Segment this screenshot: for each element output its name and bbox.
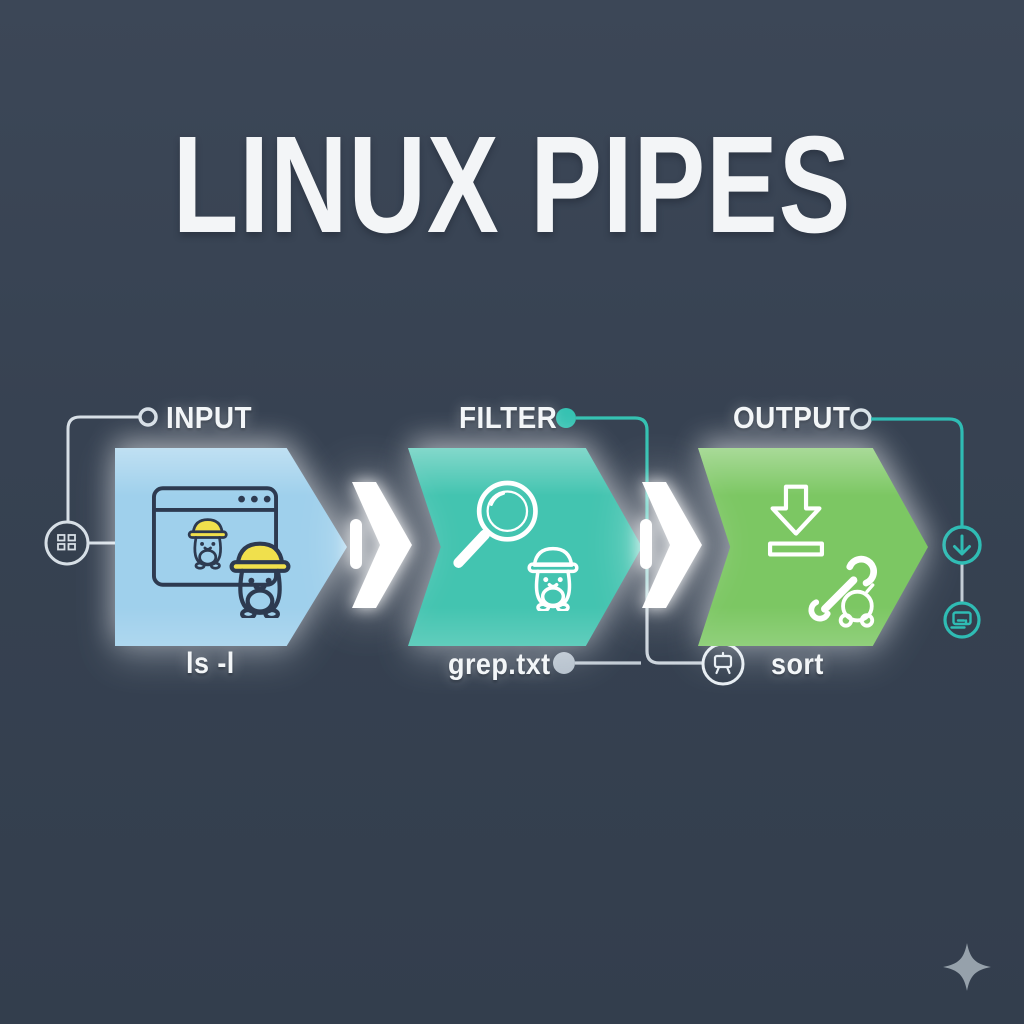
filter-label-dot <box>556 408 576 428</box>
grep-connector-line <box>553 652 641 674</box>
command-label-output: sort <box>771 648 824 681</box>
penguin-outline-icon <box>527 546 579 611</box>
penguin-hardhat-icon <box>223 536 297 618</box>
pipe-chevron-bar-icon <box>640 482 702 608</box>
down-arrow-circle-icon <box>942 525 982 565</box>
stage-label-filter: FILTER <box>459 400 558 435</box>
input-connector-line <box>66 407 158 545</box>
stage-shape-input <box>115 448 347 646</box>
stage-sheen <box>408 448 642 646</box>
output-label-ring <box>850 408 872 430</box>
grep-dot <box>553 652 575 674</box>
penguin-hardhat-icon <box>187 518 228 570</box>
pipe-chevron-bar-icon <box>350 482 412 608</box>
magnifier-icon <box>453 480 538 568</box>
input-label-ring <box>138 407 158 427</box>
monitor-circle-icon <box>943 601 981 639</box>
stage-shape-filter <box>408 448 642 646</box>
stage-block-input <box>115 448 347 646</box>
stage-shape-output <box>698 448 928 646</box>
four-point-sparkle-icon <box>943 943 991 991</box>
command-label-filter: grep.txt <box>448 648 551 681</box>
download-tray-icon <box>767 484 825 557</box>
stage-block-output <box>698 448 928 646</box>
browser-window-construction-penguins-icon <box>151 486 279 587</box>
data-grid-circle-icon <box>44 520 90 566</box>
stage-label-output: OUTPUT <box>733 400 851 435</box>
board-flag-circle-icon <box>701 642 745 686</box>
output-connector-line <box>850 408 964 602</box>
wrench-robot-icon <box>808 555 878 628</box>
stage-block-filter <box>408 448 642 646</box>
page-title: LINUX PIPES <box>172 108 852 262</box>
stage-label-input: INPUT <box>166 400 252 435</box>
command-label-input: ls -l <box>186 647 235 680</box>
